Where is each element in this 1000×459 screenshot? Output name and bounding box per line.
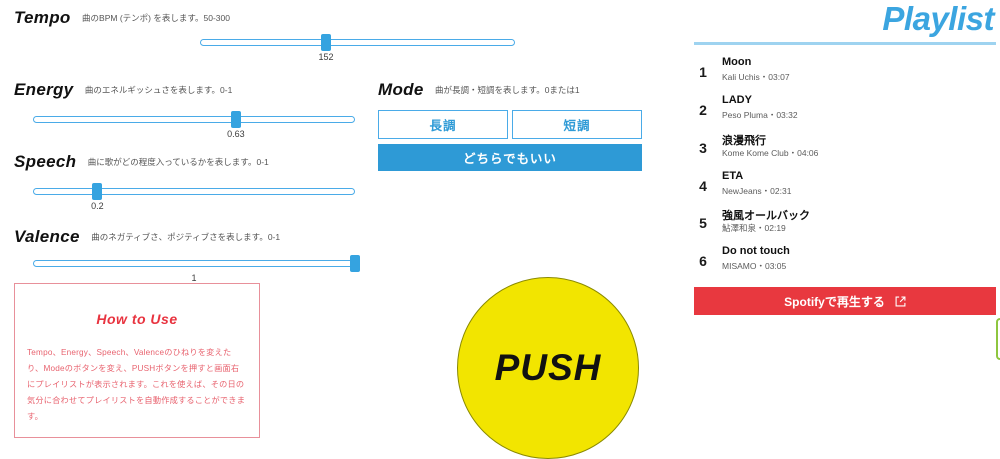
param-desc-speech: 曲に歌がどの程度入っているかを表します。0-1 [87, 157, 269, 167]
track-row[interactable]: 1 Moon Kali Uchis・03:07 [690, 56, 996, 94]
track-name: LADY [722, 94, 752, 106]
mode-button-either[interactable]: どちらでもいい [378, 144, 642, 171]
param-title-mode: Mode [378, 80, 424, 99]
track-number: 1 [699, 64, 707, 80]
track-name: ETA [722, 170, 744, 182]
param-desc-valence: 曲のネガティブさ、ポジティブさを表します。0-1 [91, 232, 281, 242]
playlist-divider [694, 42, 996, 45]
track-number: 3 [699, 140, 707, 156]
external-link-icon [895, 296, 906, 307]
param-desc-energy: 曲のエネルギッシュさを表します。0-1 [84, 85, 233, 95]
mode-button-minor-label: 短調 [563, 119, 591, 133]
mode-button-major[interactable]: 長調 [378, 110, 508, 139]
track-row[interactable]: 3 浪漫飛行 Kome Kome Club・04:06 [690, 132, 996, 170]
param-header-speech: Speech 曲に歌がどの程度入っているかを表します。0-1 [14, 152, 269, 172]
slider-thumb-speech[interactable] [92, 183, 103, 200]
how-to-use-body: Tempo、Energy、Speech、Valenceのひねりを変えたり、Mod… [27, 348, 246, 421]
slider-value-speech: 0.2 [91, 201, 104, 211]
offscreen-green-widget[interactable] [996, 318, 1000, 360]
param-title-valence: Valence [14, 227, 80, 246]
mode-button-major-label: 長調 [429, 119, 457, 133]
track-meta: NewJeans・02:31 [722, 186, 792, 196]
track-meta: Kali Uchis・03:07 [722, 72, 790, 82]
slider-thumb-tempo[interactable] [321, 34, 331, 51]
track-number: 6 [699, 253, 707, 269]
track-row[interactable]: 6 Do not touch MISAMO・03:05 [690, 245, 996, 283]
slider-speech[interactable]: 0.2 [33, 182, 355, 211]
controls-panel: Tempo 曲のBPM (テンポ) を表します。50-300 152 Energ… [14, 8, 642, 459]
param-header-tempo: Tempo 曲のBPM (テンポ) を表します。50-300 [14, 8, 230, 28]
playlist-panel: Playlist 1 Moon Kali Uchis・03:07 2 LADY … [690, 0, 1000, 459]
mode-button-minor[interactable]: 短調 [512, 110, 642, 139]
track-meta: Peso Pluma・03:32 [722, 110, 798, 120]
slider-track-tempo[interactable] [200, 39, 515, 46]
push-button-label: PUSH [494, 347, 602, 388]
slider-valence[interactable]: 1 [33, 254, 360, 283]
slider-track-speech[interactable] [33, 188, 355, 195]
slider-track-energy[interactable] [33, 116, 355, 123]
slider-value-valence: 1 [191, 273, 197, 283]
track-row[interactable]: 4 ETA NewJeans・02:31 [690, 170, 996, 208]
param-title-tempo: Tempo [14, 8, 71, 27]
push-button[interactable]: PUSH [457, 277, 639, 459]
track-number: 2 [699, 102, 707, 118]
slider-track-valence[interactable] [33, 260, 355, 267]
track-number: 4 [699, 178, 707, 194]
param-desc-tempo: 曲のBPM (テンポ) を表します。50-300 [82, 13, 230, 23]
track-name: Moon [722, 56, 752, 68]
slider-energy[interactable]: 0.63 [33, 110, 355, 139]
track-name: 強風オールバック [722, 210, 810, 222]
spotify-play-button-label: Spotifyで再生する [784, 294, 885, 309]
track-name: Do not touch [722, 245, 790, 257]
how-to-use-title: How to Use [96, 311, 178, 327]
spotify-play-button[interactable]: Spotifyで再生する [694, 287, 996, 315]
slider-thumb-valence[interactable] [350, 255, 360, 272]
slider-tempo[interactable]: 152 [200, 33, 515, 62]
how-to-use-panel: How to Use Tempo、Energy、Speech、Valenceのひ… [14, 283, 260, 438]
track-row[interactable]: 2 LADY Peso Pluma・03:32 [690, 94, 996, 132]
track-meta: 鮎澤和泉・02:19 [722, 223, 786, 233]
slider-thumb-energy[interactable] [230, 111, 241, 128]
slider-value-energy: 0.63 [227, 129, 245, 139]
track-number: 5 [699, 215, 707, 231]
param-title-energy: Energy [14, 80, 74, 99]
param-header-mode: Mode 曲が長調・短調を表します。0または1 [378, 80, 580, 100]
param-header-energy: Energy 曲のエネルギッシュさを表します。0-1 [14, 80, 232, 100]
track-meta: Kome Kome Club・04:06 [722, 148, 819, 158]
param-header-valence: Valence 曲のネガティブさ、ポジティブさを表します。0-1 [14, 227, 280, 247]
track-row[interactable]: 5 強風オールバック 鮎澤和泉・02:19 [690, 207, 996, 245]
track-name: 浪漫飛行 [722, 135, 766, 147]
track-meta: MISAMO・03:05 [722, 261, 787, 271]
mode-button-either-label: どちらでもいい [463, 152, 557, 166]
playlist-title: Playlist [882, 0, 994, 37]
param-desc-mode: 曲が長調・短調を表します。0または1 [435, 85, 580, 95]
slider-value-tempo: 152 [318, 52, 334, 62]
param-title-speech: Speech [14, 152, 77, 171]
